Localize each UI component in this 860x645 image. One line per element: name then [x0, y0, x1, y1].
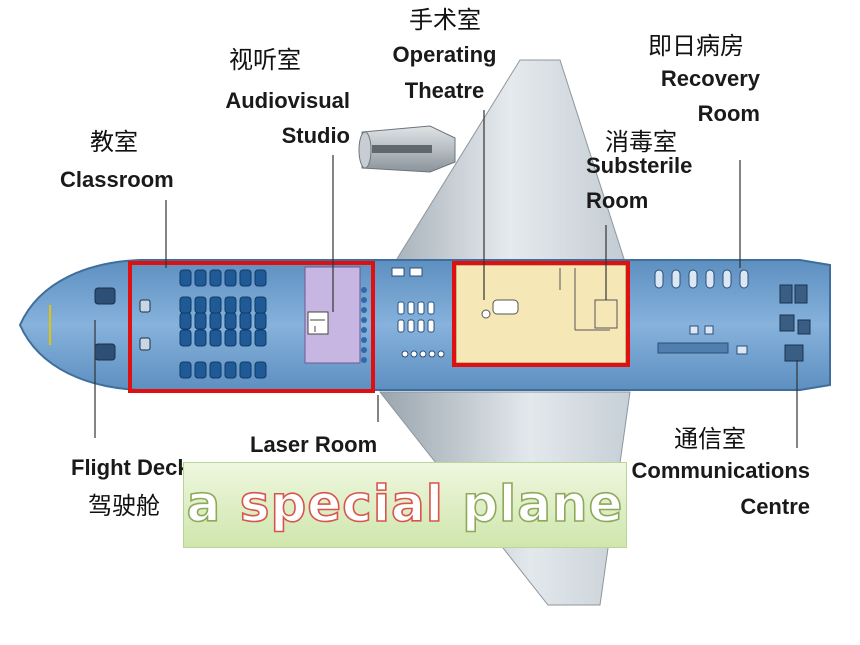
classroom-seat — [209, 361, 222, 379]
classroom-seat — [194, 312, 207, 330]
classroom-label-en: Classroom — [60, 167, 174, 192]
classroom-seat — [209, 329, 222, 347]
classroom-highlight-box — [128, 261, 375, 393]
classroom-seat — [179, 269, 192, 287]
title-banner: a special plane — [183, 462, 627, 548]
classroom-seat — [239, 361, 252, 379]
recovery-room-label-en-1: Recovery — [660, 66, 760, 91]
classroom-seat — [224, 312, 237, 330]
classroom-seat — [254, 361, 267, 379]
classroom-seat — [194, 361, 207, 379]
substerile-room-label-en-2: Room — [586, 188, 649, 213]
classroom-seat — [194, 296, 207, 314]
banner-word-special: special — [239, 474, 444, 534]
operating-theatre-label-cn: 手术室 — [409, 6, 481, 34]
communications-centre-label-en-1: Communications — [631, 458, 810, 483]
classroom-seat — [254, 312, 267, 330]
classroom-seat — [254, 269, 267, 287]
audiovisual-studio-label-en-2: Studio — [281, 123, 350, 148]
operating-theatre-label-en-2: Theatre — [404, 78, 485, 103]
classroom-seat — [194, 329, 207, 347]
banner-word-plane: plane — [461, 474, 624, 534]
classroom-seat — [224, 269, 237, 287]
engine-nacelle — [358, 125, 456, 173]
classroom-seat — [224, 361, 237, 379]
classroom-seat — [209, 269, 222, 287]
classroom-seat — [209, 312, 222, 330]
classroom-seat-grid — [179, 269, 267, 379]
communications-centre-label-cn: 通信室 — [674, 425, 746, 453]
classroom-label-cn: 教室 — [90, 128, 138, 156]
classroom-seat — [239, 296, 252, 314]
classroom-seat — [179, 296, 192, 314]
laser-room-label: Laser Room — [250, 432, 378, 457]
leader-lines — [94, 110, 798, 448]
classroom-seat — [179, 329, 192, 347]
classroom-seat — [239, 312, 252, 330]
recovery-room-label-cn: 即日病房 — [648, 32, 744, 60]
communications-equipment — [779, 284, 811, 362]
operating-theatre-room — [455, 264, 627, 364]
substerile-room-label-cn: 消毒室 — [605, 128, 677, 156]
classroom-seat — [239, 269, 252, 287]
classroom-seat — [209, 296, 222, 314]
studio-dots — [361, 287, 367, 363]
classroom-seat — [179, 361, 192, 379]
laser-room — [391, 267, 445, 358]
recovery-beds — [654, 269, 749, 355]
classroom-seat — [254, 329, 267, 347]
recovery-room-label-en-2: Room — [697, 101, 760, 126]
banner-word-a: a — [186, 474, 222, 534]
classroom-seat — [179, 312, 192, 330]
classroom-seat — [239, 329, 252, 347]
audiovisual-studio-label-cn: 视听室 — [229, 46, 301, 74]
classroom-seat — [224, 329, 237, 347]
operating-theatre-highlight-box — [452, 261, 630, 367]
banner-title: a special plane — [184, 473, 626, 535]
operating-theatre-label-en-1: Operating — [392, 42, 497, 67]
communications-centre-label-en-2: Centre — [740, 494, 810, 519]
cockpit-seats — [94, 287, 151, 361]
classroom-seat — [224, 296, 237, 314]
classroom-seat — [194, 269, 207, 287]
flight-deck-label-cn: 驾驶舱 — [88, 492, 160, 520]
flight-deck-label-en: Flight Deck — [71, 455, 190, 480]
classroom-seat — [254, 296, 267, 314]
audiovisual-studio-label-en-1: Audiovisual — [225, 88, 350, 113]
substerile-room-label-en-1: Substerile — [586, 153, 693, 178]
